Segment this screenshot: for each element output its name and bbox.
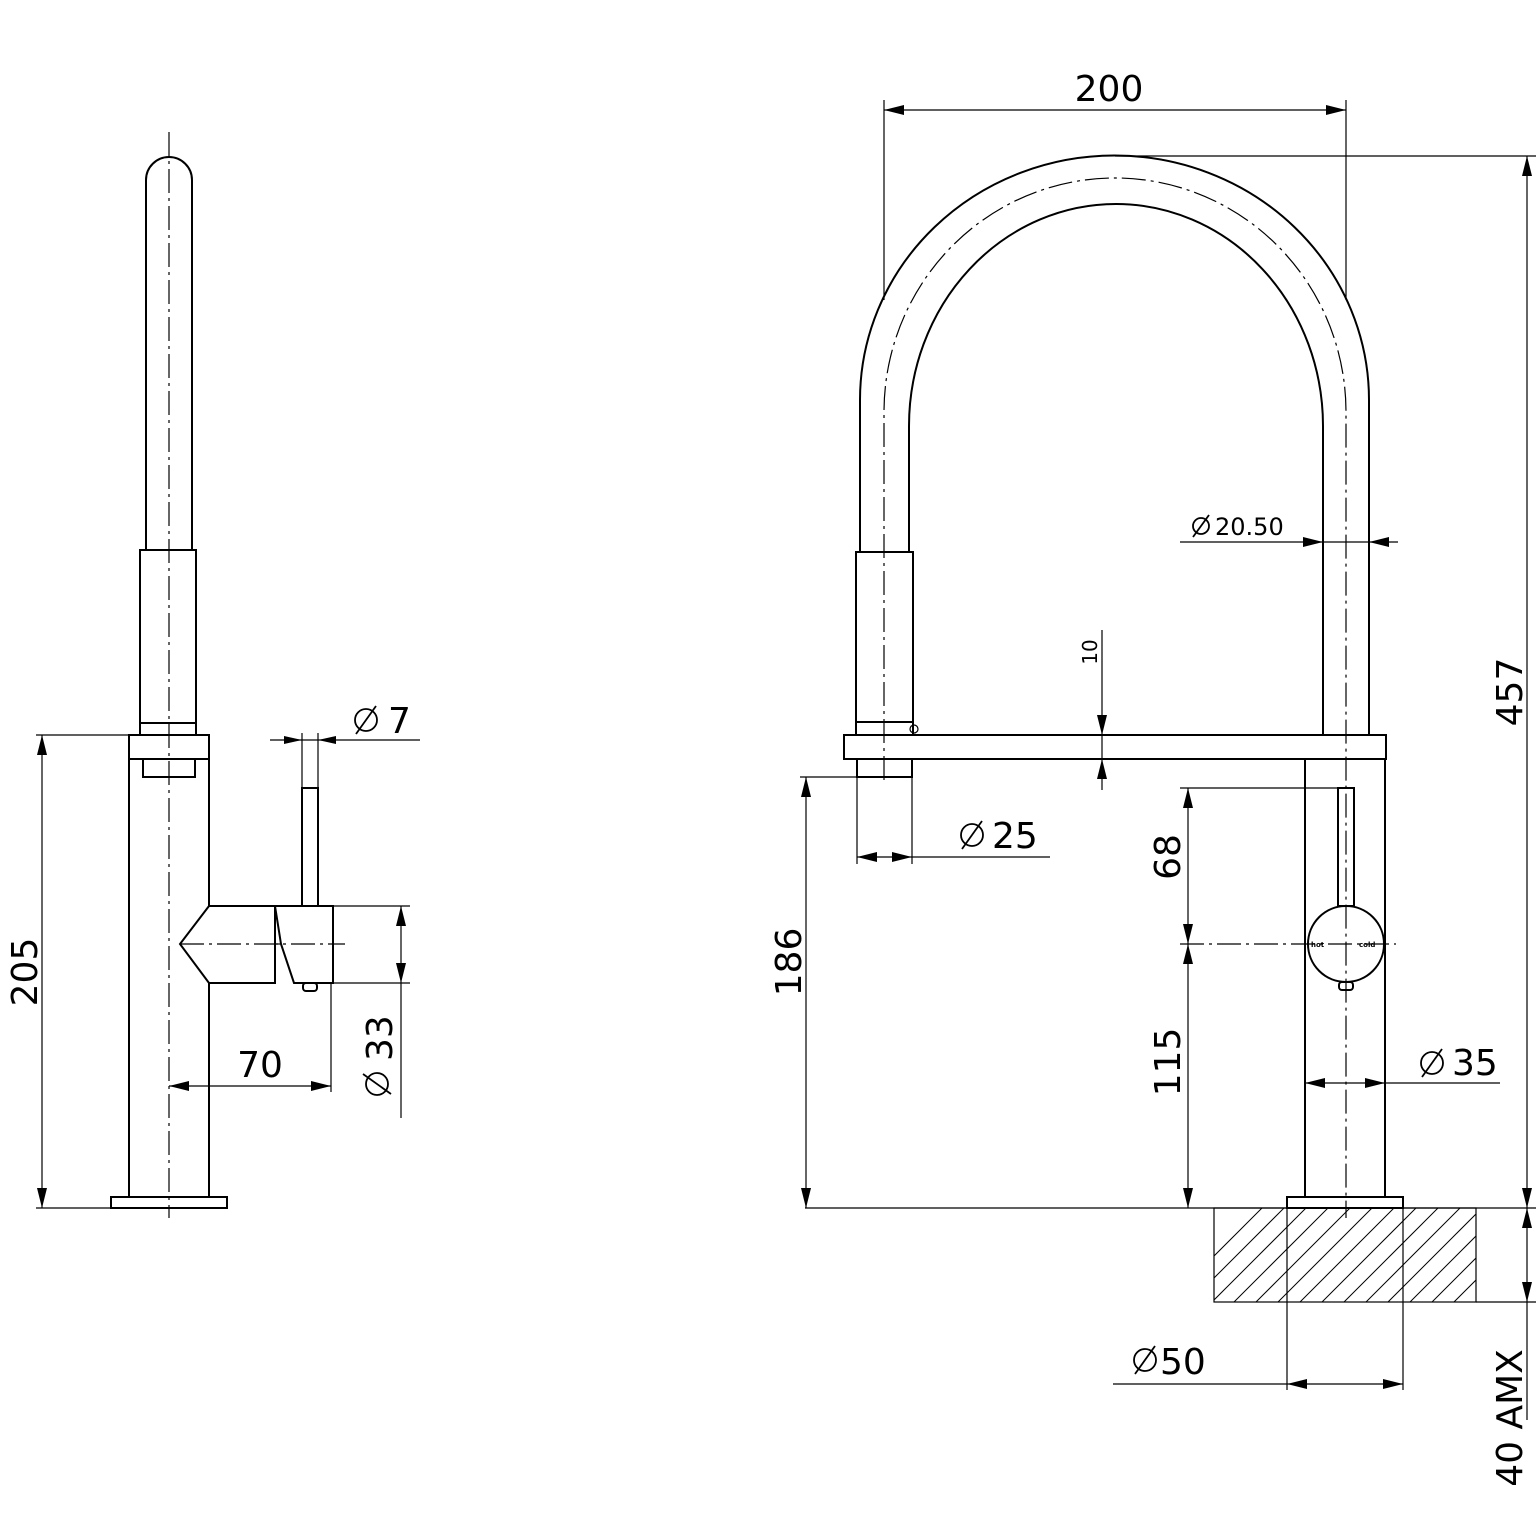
dim-front-bench-40-amx: 40 AMX bbox=[1490, 1349, 1531, 1487]
front-spout-arch-inner bbox=[908, 203, 1324, 735]
side-sleeve-collar bbox=[139, 722, 197, 736]
dim-front-body-diameter: 35 bbox=[1420, 1043, 1498, 1084]
svg-text:25: 25 bbox=[992, 816, 1038, 857]
side-sleeve bbox=[139, 549, 197, 724]
side-spout-pipe bbox=[145, 156, 193, 550]
dim-front-arm-10: 10 bbox=[1078, 639, 1102, 664]
dim-front-spray-diameter: 25 bbox=[960, 816, 1038, 857]
side-base-plate bbox=[110, 1196, 228, 1209]
dim-side-reach-70: 70 bbox=[237, 1045, 283, 1086]
dim-front-hose-diameter: 20.50 bbox=[1192, 513, 1284, 541]
dim-front-outlet-186: 186 bbox=[769, 928, 810, 997]
dim-side-handle-diameter: 33 bbox=[360, 1015, 401, 1096]
dim-front-height-457: 457 bbox=[1490, 658, 1531, 727]
bench-section bbox=[1213, 1207, 1477, 1303]
diameter-symbol-icon bbox=[354, 708, 378, 732]
label-hot: hot bbox=[1311, 941, 1325, 949]
front-view: hot cold bbox=[769, 69, 1536, 1487]
front-spout-arch-outer bbox=[859, 154, 1370, 735]
diameter-symbol-icon bbox=[960, 823, 984, 847]
svg-text:50: 50 bbox=[1160, 1342, 1206, 1383]
dim-front-centre-115: 115 bbox=[1148, 1028, 1189, 1097]
svg-text:20.50: 20.50 bbox=[1215, 513, 1284, 541]
dim-side-height-205: 205 bbox=[5, 938, 46, 1007]
dim-front-base-diameter: 50 bbox=[1133, 1342, 1206, 1383]
front-spout-centre-line bbox=[883, 177, 1347, 1218]
diameter-symbol-icon bbox=[1192, 517, 1210, 535]
svg-text:33: 33 bbox=[360, 1015, 401, 1061]
diameter-symbol-icon bbox=[1420, 1051, 1444, 1075]
svg-text:7: 7 bbox=[388, 701, 411, 742]
diameter-symbol-icon bbox=[1133, 1348, 1157, 1372]
front-spout-arm bbox=[843, 734, 1387, 760]
side-handle-hub bbox=[178, 905, 276, 984]
side-view: 205 7 33 70 bbox=[5, 132, 420, 1218]
side-handle-pin bbox=[301, 787, 319, 907]
dim-front-width-200: 200 bbox=[1075, 69, 1144, 110]
dim-front-handle-68: 68 bbox=[1148, 834, 1189, 880]
label-cold: cold bbox=[1359, 941, 1375, 949]
front-base-plate bbox=[1286, 1196, 1404, 1209]
diameter-symbol-icon bbox=[365, 1072, 389, 1096]
svg-text:35: 35 bbox=[1452, 1043, 1498, 1084]
dim-side-pin-diameter: 7 bbox=[354, 701, 411, 742]
